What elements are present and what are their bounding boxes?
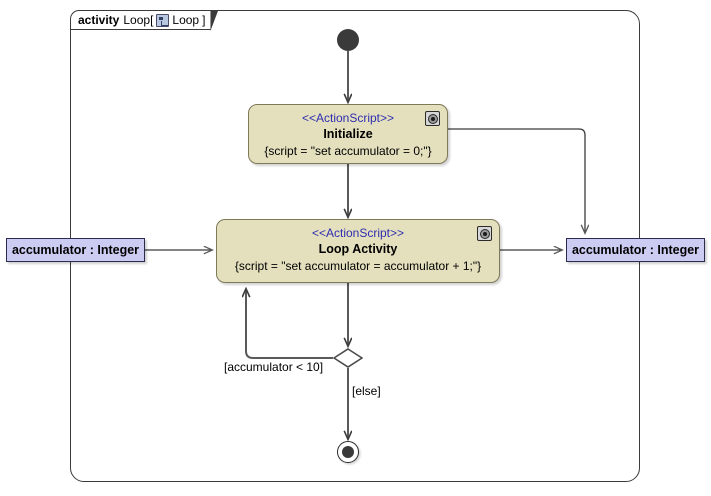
loop-activity-stereotype: <<ActionScript>> [311,226,405,240]
loop-activity-name: Loop Activity [318,242,398,256]
frame-name: Loop [123,13,151,27]
initialize-name: Initialize [323,127,373,141]
input-pin-label: accumulator : Integer [11,243,140,257]
frame-keyword: activity [78,13,120,27]
action-node-loop-activity[interactable]: <<ActionScript>> Loop Activity {script =… [216,219,500,283]
activity-frame-title-tab: activity Loop [ Loop ] [70,10,212,30]
action-script-icon[interactable] [425,111,440,126]
guard-label-accumulator-lt-10: [accumulator < 10] [224,360,324,374]
frame-bracket-close: ] [202,13,206,27]
initialize-stereotype: <<ActionScript>> [301,111,395,125]
initialize-script: {script = "set accumulator = 0;"} [264,144,432,158]
action-node-initialize[interactable]: <<ActionScript>> Initialize {script = "s… [248,104,448,164]
action-script-icon[interactable] [477,226,492,241]
activity-final-node[interactable] [337,441,359,463]
loop-activity-script: {script = "set accumulator = accumulator… [234,259,482,273]
activity-diagram-icon [156,13,170,27]
frame-inner-label: Loop [172,13,200,27]
output-pin-accumulator[interactable]: accumulator : Integer [566,238,705,262]
frame-bracket-open: [ [150,13,154,27]
initial-node[interactable] [337,29,359,51]
output-pin-label: accumulator : Integer [571,243,700,257]
decision-node[interactable] [333,348,363,368]
input-pin-accumulator[interactable]: accumulator : Integer [6,238,145,262]
guard-label-else: [else] [352,384,381,398]
